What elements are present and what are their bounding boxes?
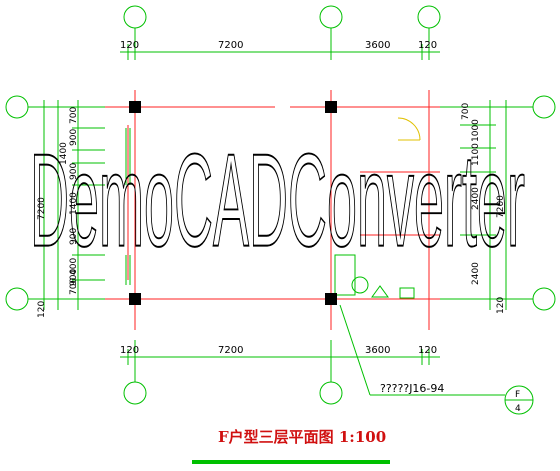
detail-marker-bottom: 4 [515,404,521,414]
right-dim-5: 7200 [496,195,506,218]
bottom-dim-2: 7200 [218,345,243,356]
left-dim-1: 700 [69,107,79,124]
door-swing [397,117,421,141]
left-dim-6: 1400 [69,192,79,215]
grid-bubbles-top [123,5,441,56]
top-dim-4: 120 [418,40,437,51]
watermark-text: DemoCADConverter [30,126,525,274]
right-dim-4: 2400 [471,187,481,210]
callout-leader [339,304,534,415]
top-dim-1: 120 [120,40,139,51]
bottom-dim-4: 120 [418,345,437,356]
title-underline [192,460,390,464]
right-dim-3: 1100 [471,143,481,166]
left-dim-7: 900 [69,228,79,245]
fixtures [334,254,415,299]
drawing-title: F户型三层平面图 1:100 [218,428,386,446]
structural-columns [129,101,337,305]
left-dim-5: 7200 [37,197,47,220]
bottom-dim-3: 3600 [365,345,390,356]
left-dim-11: 120 [37,301,47,318]
right-dim-7: 120 [496,297,506,314]
left-dim-2: 900 [69,129,79,146]
top-dim-2: 7200 [218,40,243,51]
top-dim-3: 3600 [365,40,390,51]
bottom-dim-1: 120 [120,345,139,356]
detail-marker-top: F [515,390,520,400]
right-dim-6: 2400 [471,262,481,285]
dimension-lines-right [440,100,512,310]
left-dim-10: 900 [69,269,79,286]
dimension-lines-top [120,44,440,60]
left-dim-3: 1400 [59,142,69,165]
right-dim-1: 700 [461,103,471,120]
left-dim-8: 400 [69,258,79,275]
dimension-lines-bottom [120,349,440,365]
dimension-lines-left [40,100,105,310]
left-dim-4: 900 [69,163,79,180]
left-dim-9: 700 [69,278,79,295]
window-marks [125,128,131,285]
callout-label: ?????J16-94 [380,382,444,395]
right-dim-2: 1000 [471,119,481,142]
